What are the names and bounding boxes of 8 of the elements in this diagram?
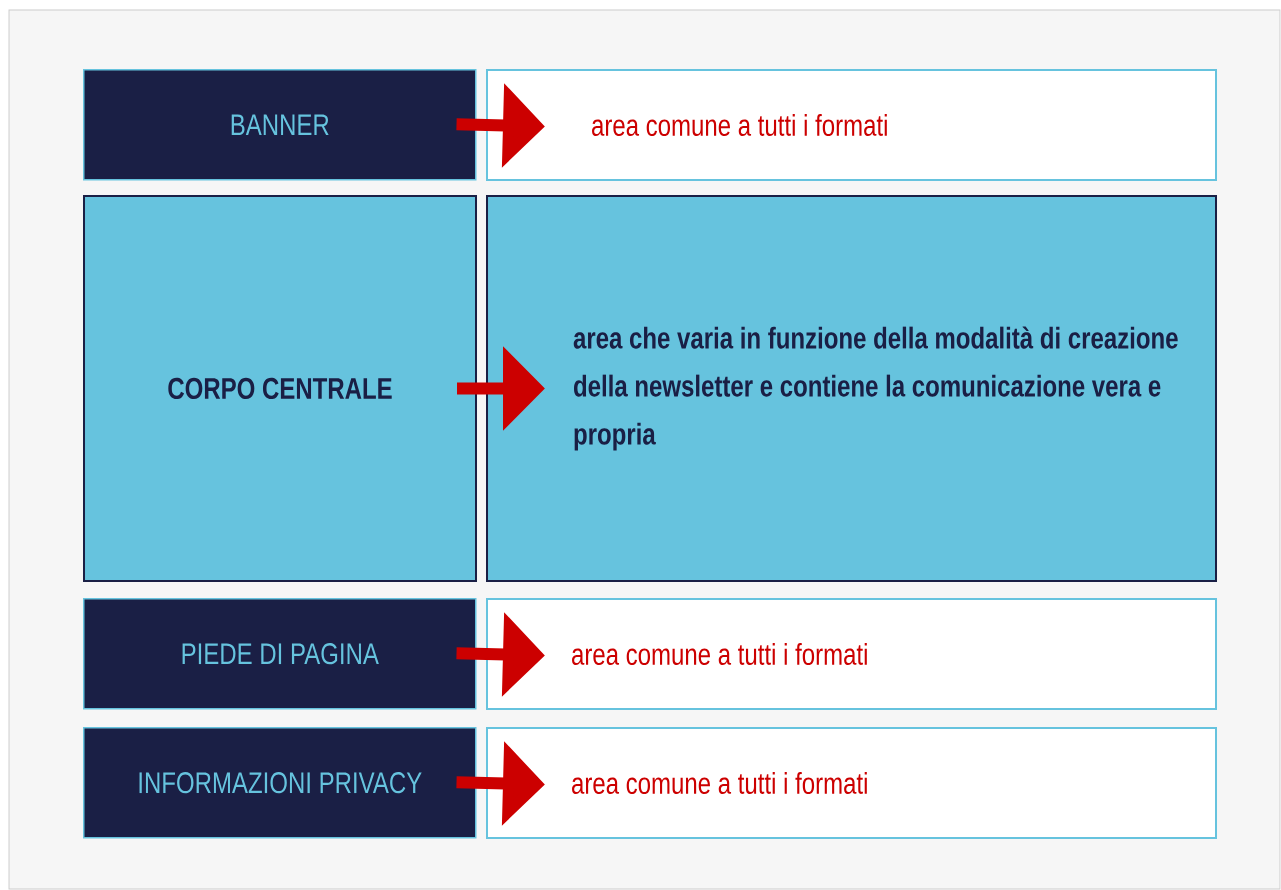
section-box: BANNER <box>83 69 477 181</box>
section-box: INFORMAZIONI PRIVACY <box>83 727 477 839</box>
description-box: area comune a tutti i formati <box>486 727 1217 839</box>
description-box: area comune a tutti i formati <box>486 598 1217 710</box>
description-box: area comune a tutti i formati <box>486 69 1217 181</box>
section-box: CORPO CENTRALE <box>83 195 477 582</box>
section-box: PIEDE DI PAGINA <box>83 598 477 710</box>
description-box: area che varia in funzione della modalità di creazione della newsletter e contiene la comunicazione vera e propria <box>486 195 1217 582</box>
